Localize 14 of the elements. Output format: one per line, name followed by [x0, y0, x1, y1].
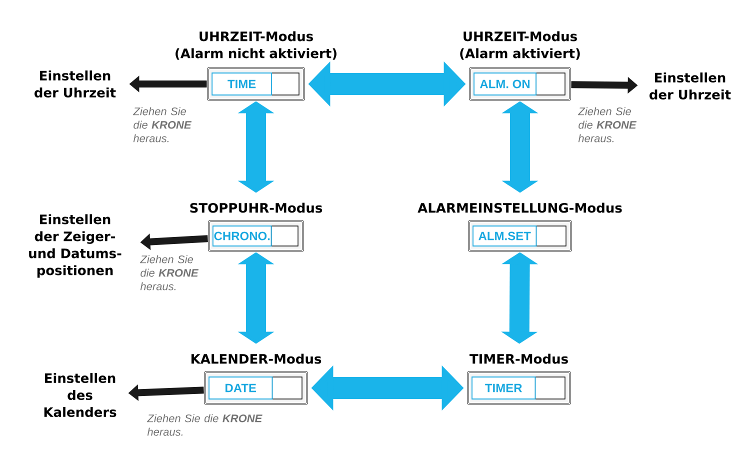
- mode-heading: TIMER-Modus: [470, 354, 568, 364]
- mode-heading: UHRZEIT-Modus (Alarm aktiviert): [460, 31, 580, 60]
- mode-heading: STOPPUHR-Modus: [190, 202, 322, 213]
- setting-label: Einstellen des Kalenders: [44, 372, 116, 418]
- instruction-note: Ziehen Sie die KRONE heraus.: [578, 107, 637, 142]
- mode-heading: UHRZEIT-Modus (Alarm nicht aktiviert): [176, 31, 336, 60]
- mode-heading: KALENDER-Modus: [192, 354, 322, 364]
- setting-label: Einstellen der Uhrzeit: [34, 70, 116, 98]
- instruction-note: Ziehen Sie die KRONE heraus.: [133, 107, 192, 142]
- instruction-note: Ziehen Sie die KRONE heraus.: [147, 414, 262, 436]
- setting-label: Einstellen der Zeiger- und Datums- positionen: [29, 214, 122, 278]
- instruction-note: Ziehen Sie die KRONE heraus.: [140, 255, 199, 290]
- mode-heading: ALARMEINSTELLUNG-Modus: [418, 202, 622, 213]
- setting-label: Einstellen der Uhrzeit: [650, 72, 731, 100]
